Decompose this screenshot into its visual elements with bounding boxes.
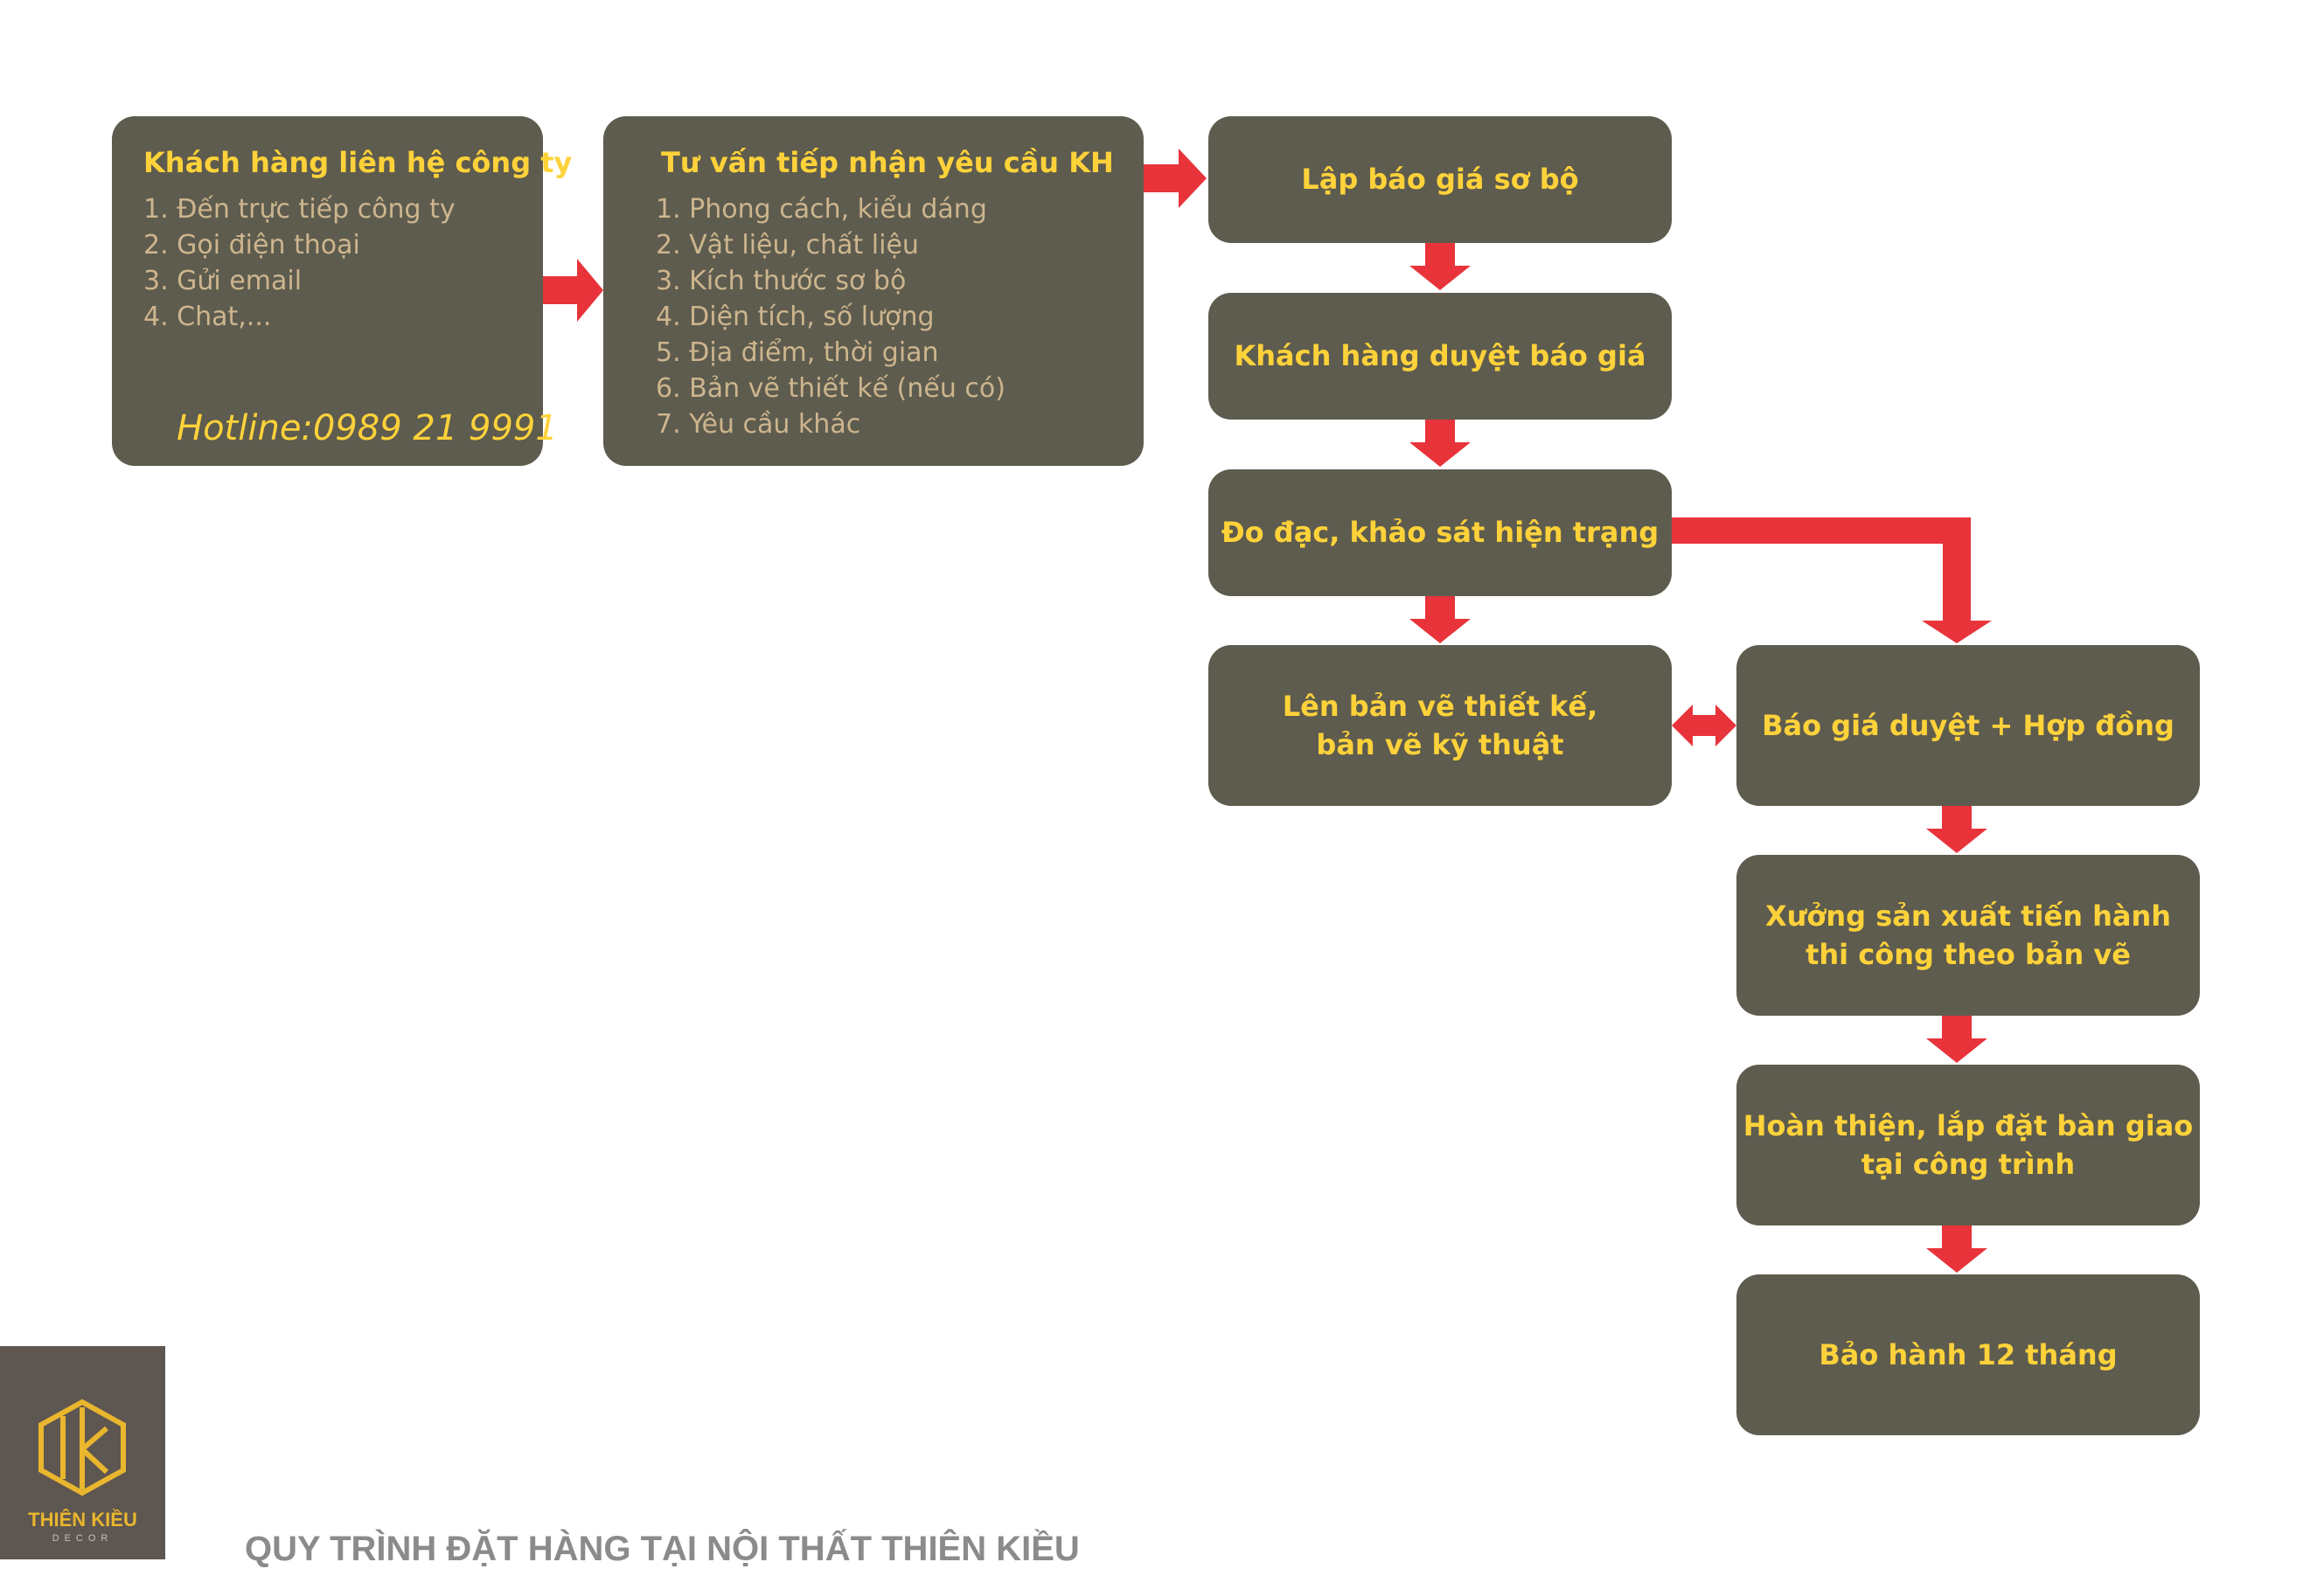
logo-hexagon-icon xyxy=(38,1399,126,1496)
step-production: Xưởng sản xuất tiến hành thi công theo b… xyxy=(1736,855,2200,1016)
down-arrow-icon xyxy=(1409,420,1471,467)
down-arrow-icon xyxy=(1409,243,1471,290)
list-item: 2. Vật liệu, chất liệu xyxy=(656,230,919,260)
step-approve-label: Khách hàng duyệt báo giá xyxy=(1234,339,1646,373)
contact-list: 1. Đến trực tiếp công ty 2. Gọi điện tho… xyxy=(143,191,456,335)
step-approve: Khách hàng duyệt báo giá xyxy=(1208,293,1672,420)
right-arrow-icon xyxy=(542,259,603,322)
logo-sub: DECOR xyxy=(52,1533,114,1544)
step-quote: Lập báo giá sơ bộ xyxy=(1208,116,1672,243)
step-design: Lên bản vẽ thiết kế, bản vẽ kỹ thuật xyxy=(1208,645,1672,806)
step-warranty: Bảo hành 12 tháng xyxy=(1736,1274,2200,1435)
step-install-label: Hoàn thiện, lắp đặt bàn giao tại công tr… xyxy=(1743,1108,2194,1181)
down-arrow-icon xyxy=(1926,1225,1987,1273)
step-install: Hoàn thiện, lắp đặt bàn giao tại công tr… xyxy=(1736,1065,2200,1225)
consult-list: 1. Phong cách, kiểu dáng 2. Vật liệu, ch… xyxy=(656,191,1005,442)
step-warranty-label: Bảo hành 12 tháng xyxy=(1819,1337,2118,1371)
step-contract-label: Báo giá duyệt + Hợp đồng xyxy=(1762,708,2174,742)
down-arrow-icon xyxy=(1926,806,1987,853)
hotline: Hotline:0989 21 9991 xyxy=(177,408,558,448)
page-title: QUY TRÌNH ĐẶT HÀNG TẠI NỘI THẤT THIÊN KI… xyxy=(245,1530,1080,1568)
step-survey: Đo đạc, khảo sát hiện trạng xyxy=(1208,469,1672,596)
contact-box-title: Khách hàng liên hệ công ty xyxy=(143,146,573,179)
list-item: 4. Diện tích, số lượng xyxy=(656,302,935,332)
down-arrow-icon xyxy=(1409,596,1471,643)
list-item: 1. Phong cách, kiểu dáng xyxy=(656,194,987,225)
logo: THIÊN KIỀU DECOR xyxy=(0,1346,165,1559)
list-item: 5. Địa điểm, thời gian xyxy=(656,337,939,368)
list-item: 2. Gọi điện thoại xyxy=(143,230,360,260)
list-item: 6. Bản vẽ thiết kế (nếu có) xyxy=(656,373,1005,404)
step-quote-label: Lập báo giá sơ bộ xyxy=(1301,163,1579,197)
list-item: 7. Yêu cầu khác xyxy=(656,409,861,440)
right-arrow-icon xyxy=(1144,149,1207,208)
list-item: 4. Chat,... xyxy=(143,302,272,332)
step-survey-label: Đo đạc, khảo sát hiện trạng xyxy=(1221,516,1660,550)
step-contract: Báo giá duyệt + Hợp đồng xyxy=(1736,645,2200,806)
consult-box: Tư vấn tiếp nhận yêu cầu KH 1. Phong các… xyxy=(603,116,1144,466)
list-item: 3. Kích thước sơ bộ xyxy=(656,266,907,296)
logo-name: THIÊN KIỀU xyxy=(28,1509,137,1531)
consult-box-title: Tư vấn tiếp nhận yêu cầu KH xyxy=(661,146,1114,179)
contact-box: Khách hàng liên hệ công ty 1. Đến trực t… xyxy=(112,116,572,466)
down-arrow-icon xyxy=(1926,1016,1987,1063)
elbow-arrow-icon xyxy=(1672,517,1992,643)
step-design-label: Lên bản vẽ thiết kế, bản vẽ kỹ thuật xyxy=(1282,689,1598,761)
list-item: 1. Đến trực tiếp công ty xyxy=(143,194,456,225)
list-item: 3. Gửi email xyxy=(143,266,303,296)
step-production-label: Xưởng sản xuất tiến hành thi công theo b… xyxy=(1764,899,2172,971)
double-arrow-icon xyxy=(1672,705,1736,746)
